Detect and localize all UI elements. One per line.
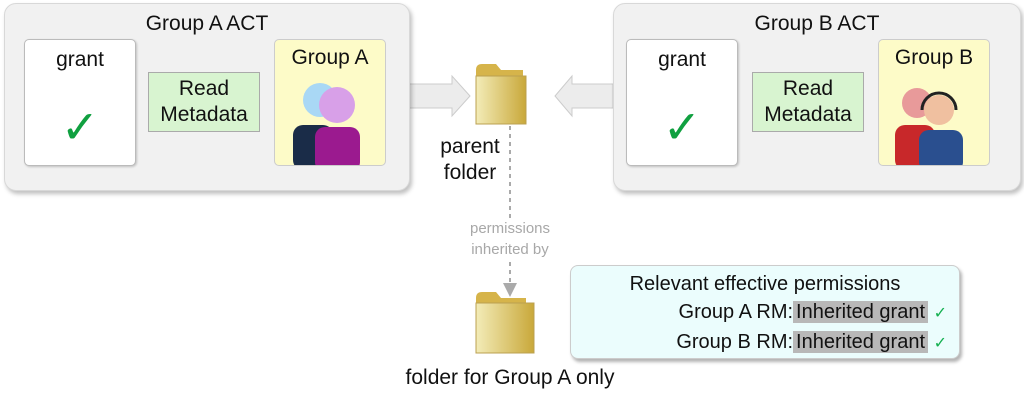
group-b-box: Group B [878, 39, 990, 166]
checkmark-icon: ✓ [933, 305, 947, 322]
effective-title: Relevant effective permissions [629, 273, 901, 295]
group-b-act-title: Group B ACT [754, 12, 880, 35]
arrow-a-to-folder [407, 74, 471, 118]
parent-folder-label: parent folder [440, 135, 500, 184]
row-value: Inherited grant [793, 301, 929, 323]
inheritance-label: permissions inherited by [450, 218, 570, 260]
effective-row: Group B RM:Inherited grant ✓ [571, 328, 959, 358]
group-users-icon [293, 83, 360, 165]
read-metadata-permission: Read Metadata [148, 72, 260, 132]
group-a-act-title: Group A ACT [145, 12, 269, 35]
checkmark-icon: ✓ [933, 335, 947, 352]
group-label: Group A [291, 46, 369, 69]
child-folder-label: folder for Group A only [405, 366, 615, 389]
group-label: Group B [894, 46, 974, 69]
grant-label: grant [56, 48, 104, 71]
effective-permissions-panel: Relevant effective permissions Group A R… [570, 265, 960, 359]
effective-row: Group A RM:Inherited grant ✓ [571, 298, 959, 328]
grant-label: grant [658, 48, 706, 71]
group-users-icon [895, 88, 963, 165]
row-name: Group A RM: [678, 301, 794, 323]
arrow-b-to-folder [554, 74, 614, 118]
inheritance-arrowhead [503, 283, 517, 297]
grant-box: grant ✓ [626, 39, 738, 166]
read-metadata-permission: Read Metadata [752, 72, 864, 132]
checkmark-icon: ✓ [60, 101, 100, 153]
group-b-act-panel: Group B ACT grant ✓ Read Metadata Group … [613, 3, 1021, 191]
row-value: Inherited grant [793, 331, 929, 353]
child-folder-icon [475, 292, 535, 354]
row-name: Group B RM: [676, 331, 794, 353]
group-a-act-panel: Group A ACT grant ✓ Read Metadata Group … [4, 3, 410, 191]
checkmark-icon: ✓ [662, 101, 702, 153]
parent-folder-icon [475, 64, 527, 125]
grant-box: grant ✓ [24, 39, 136, 166]
group-a-box: Group A [274, 39, 386, 166]
